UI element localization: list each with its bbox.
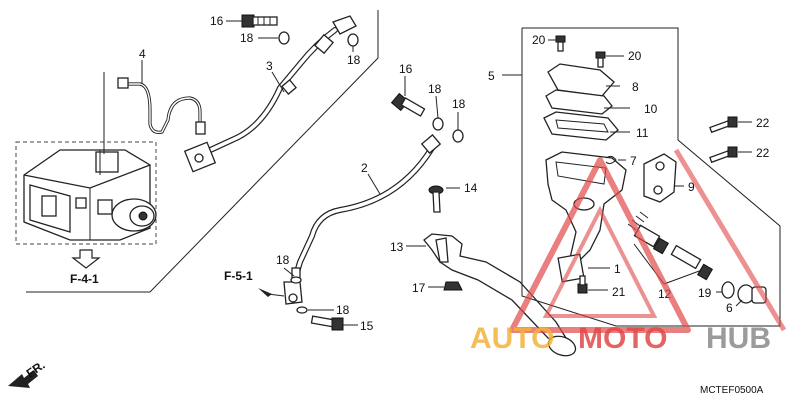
part-11-diaphragm [543,111,619,141]
abs-modulator [23,149,157,241]
part-18-washer-b [347,33,359,47]
callout-21: 21 [612,285,626,299]
part-22-bolt-a [709,116,738,134]
part-13-brake-pedal [423,233,577,357]
part-20-screw-b [595,51,606,68]
watermark-hub: HUB [706,322,771,355]
callout-18-e: 18 [276,253,290,267]
part-18-washer-c [432,117,444,131]
part-18-washer-f [296,306,308,314]
callout-15: 15 [360,319,374,333]
callout-18-d: 18 [452,97,466,111]
part-18-washer-e [290,276,302,284]
diagram-code: MCTEF0500A [700,385,764,396]
part-7-clip [605,155,617,165]
section-divider [26,10,379,293]
watermark-auto: AUTO [470,322,554,355]
callout-11: 11 [636,126,649,140]
ref-f-4-1: F-4-1 [70,272,99,286]
part-3-brake-hose [183,15,357,173]
callout-10: 10 [644,102,658,116]
watermark-logo [509,148,787,333]
part-19-circlip [721,281,735,299]
callout-18-f: 18 [336,303,350,317]
callout-18-c: 18 [428,82,442,96]
part-16-bolt-upper [241,14,278,28]
callout-22-a: 22 [756,116,770,130]
callout-7: 7 [630,154,637,168]
ref-f-5-1: F-5-1 [224,269,253,283]
part-16-bolt-middle [390,92,426,117]
part-12-piston-kit [627,211,714,281]
part-4-brake-pipe [117,77,206,135]
callout-18-a: 18 [240,31,254,45]
left-arrow-icon [258,288,272,297]
master-cylinder-frame [521,27,781,327]
part-9-bracket [643,153,677,203]
callout-2: 2 [361,161,368,175]
callout-5: 5 [488,69,495,83]
part-14-pivot-bolt [428,185,444,213]
callout-18-b: 18 [347,53,361,67]
part-21-bolt [577,275,588,294]
part-15-bolt [310,315,344,331]
part-22-bolt-b [709,146,738,164]
callout-17: 17 [412,281,426,295]
callout-22-b: 22 [756,146,770,160]
part-18-washer-d [452,129,464,143]
callout-3: 3 [266,59,273,73]
callout-16-upper: 16 [210,14,224,28]
callout-16-middle: 16 [399,62,413,76]
part-2-brake-hose [283,133,442,305]
front-direction-arrow-icon [8,370,38,388]
part-10-plate [545,89,613,115]
callout-20-a: 20 [532,33,546,47]
watermark-moto: MOTO [578,322,667,355]
part-20-screw-a [555,35,566,52]
callout-1: 1 [614,262,621,276]
callout-8: 8 [632,80,639,94]
callout-13: 13 [390,240,404,254]
part-18-washer-a [278,31,290,45]
down-arrow-icon [71,249,101,269]
part-17-nut [443,281,463,291]
callout-4: 4 [139,47,146,61]
callout-6: 6 [726,301,733,315]
callout-9: 9 [688,180,695,194]
callout-20-b: 20 [628,49,642,63]
callout-14: 14 [464,181,478,195]
callout-19: 19 [698,286,712,300]
abs-modulator-box [15,141,157,245]
